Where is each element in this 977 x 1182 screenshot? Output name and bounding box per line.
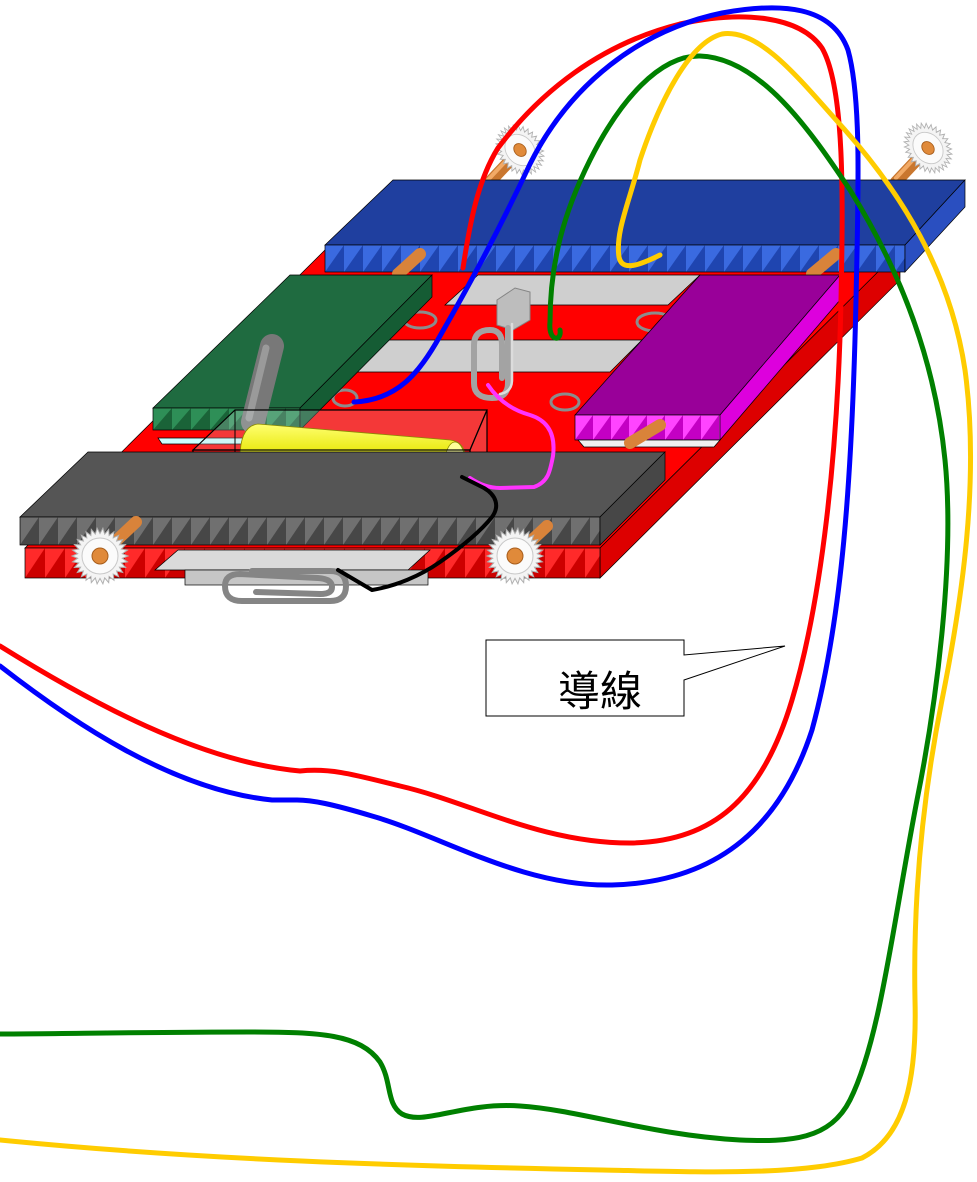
back-bar-top <box>325 180 965 245</box>
callout: 導線 <box>486 640 785 716</box>
front-bar-top <box>20 452 665 517</box>
front-bar <box>20 452 665 545</box>
metal-plate-front-top <box>155 550 430 570</box>
metal-plate-front <box>155 550 430 585</box>
axle-end <box>92 548 108 564</box>
right-block-plate <box>578 440 720 447</box>
metal-plate-middle <box>355 340 642 372</box>
metal-plate-back <box>445 275 700 305</box>
axle-end <box>507 548 523 564</box>
callout-label: 導線 <box>558 667 642 716</box>
